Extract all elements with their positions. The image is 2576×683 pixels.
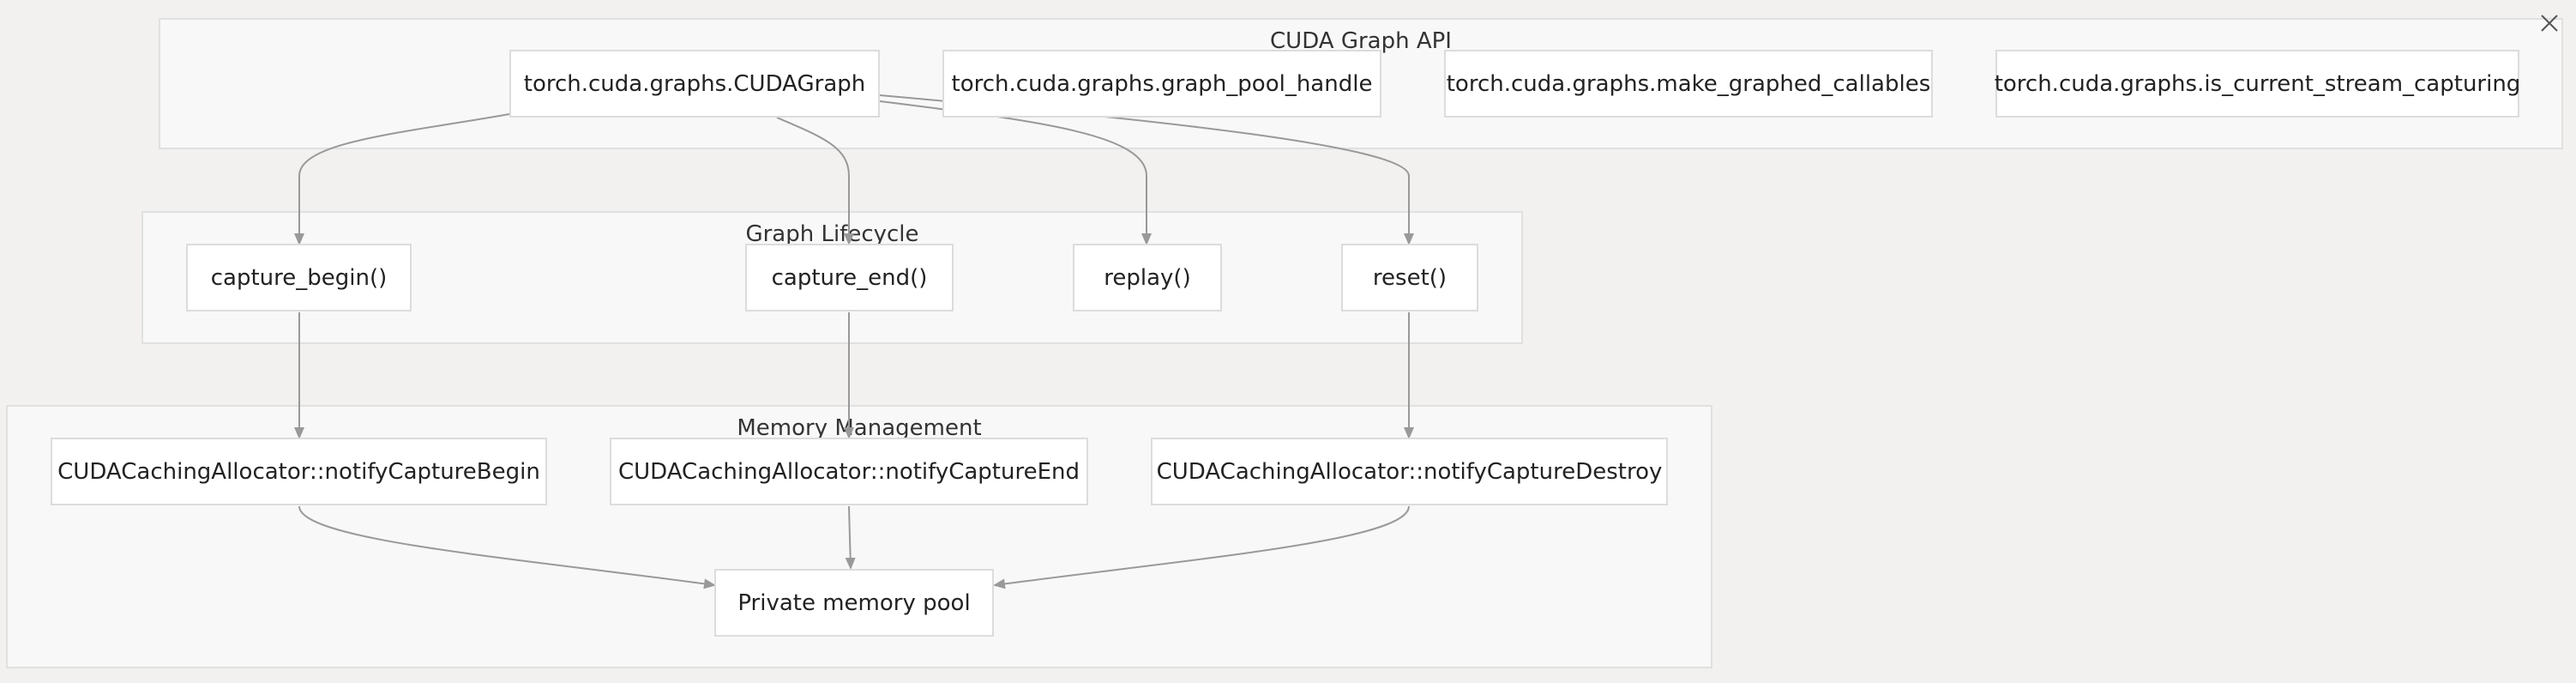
node-cudagraph-label: torch.cuda.graphs.CUDAGraph: [523, 70, 866, 97]
node-private-memory-pool-label: Private memory pool: [737, 589, 971, 616]
node-graph-pool-handle-label: torch.cuda.graphs.graph_pool_handle: [951, 70, 1373, 97]
node-capture-begin-label: capture_begin(): [210, 264, 388, 291]
node-is-current-stream-capturing-label: torch.cuda.graphs.is_current_stream_capt…: [1994, 70, 2521, 97]
node-reset-label: reset(): [1372, 264, 1447, 291]
node-notify-capture-destroy[interactable]: CUDACachingAllocator::notifyCaptureDestr…: [1151, 438, 1668, 505]
group-title-memory-management: Memory Management: [737, 415, 982, 441]
node-private-memory-pool[interactable]: Private memory pool: [714, 569, 994, 637]
node-notify-capture-end-label: CUDACachingAllocator::notifyCaptureEnd: [617, 458, 1080, 485]
node-is-current-stream-capturing[interactable]: torch.cuda.graphs.is_current_stream_capt…: [1994, 50, 2521, 118]
node-capture-end-label: capture_end(): [771, 264, 928, 291]
node-make-graphed-callables[interactable]: torch.cuda.graphs.make_graphed_callables: [1444, 50, 1933, 118]
node-graph-pool-handle[interactable]: torch.cuda.graphs.graph_pool_handle: [942, 50, 1381, 118]
close-icon: [2541, 15, 2558, 32]
node-notify-capture-end[interactable]: CUDACachingAllocator::notifyCaptureEnd: [610, 438, 1088, 505]
node-capture-end[interactable]: capture_end(): [745, 244, 954, 311]
node-capture-begin[interactable]: capture_begin(): [186, 244, 412, 311]
node-replay-label: replay(): [1104, 264, 1191, 291]
node-cudagraph[interactable]: torch.cuda.graphs.CUDAGraph: [509, 50, 880, 118]
node-make-graphed-callables-label: torch.cuda.graphs.make_graphed_callables: [1446, 70, 1931, 97]
close-button[interactable]: [2538, 12, 2561, 34]
node-notify-capture-destroy-label: CUDACachingAllocator::notifyCaptureDestr…: [1156, 458, 1663, 485]
node-notify-capture-begin[interactable]: CUDACachingAllocator::notifyCaptureBegin: [51, 438, 547, 505]
node-notify-capture-begin-label: CUDACachingAllocator::notifyCaptureBegin: [57, 458, 540, 485]
node-reset[interactable]: reset(): [1341, 244, 1478, 311]
node-replay[interactable]: replay(): [1073, 244, 1222, 311]
